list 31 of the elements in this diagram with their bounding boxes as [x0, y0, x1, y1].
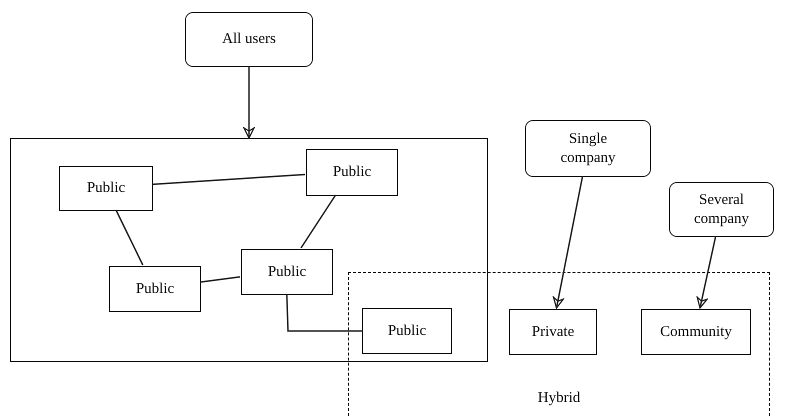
box-label: Public: [332, 163, 372, 182]
arrow: [552, 176, 584, 309]
connector-line: [115, 210, 144, 266]
process-box: [306, 149, 398, 196]
arrow: [243, 67, 255, 139]
process-box: [59, 166, 153, 211]
process-box: [362, 308, 452, 354]
process-box: [241, 249, 333, 295]
box-label: Private: [532, 322, 574, 342]
box-label: Public: [86, 179, 126, 198]
box-label: Public: [136, 280, 174, 298]
arrow: [696, 236, 716, 309]
box-label: Community: [660, 322, 732, 342]
connector-line: [300, 194, 336, 248]
rounded-box: [669, 182, 774, 237]
process-box: [109, 266, 201, 312]
process-box: [641, 309, 751, 355]
group-frame: [10, 138, 488, 362]
dashed-region: [348, 272, 770, 416]
box-label: Single company: [560, 130, 616, 168]
process-box: [509, 309, 597, 355]
region-label: Hybrid: [538, 389, 580, 408]
connector-line: [286, 294, 362, 332]
box-label: Public: [268, 262, 306, 282]
box-label: All users: [222, 30, 276, 49]
connector-line: [152, 174, 306, 186]
rounded-box: [185, 12, 313, 67]
box-label: Public: [388, 322, 426, 340]
connector-line: [200, 276, 240, 283]
rounded-box: [525, 120, 651, 177]
box-label: Several company: [693, 190, 750, 228]
